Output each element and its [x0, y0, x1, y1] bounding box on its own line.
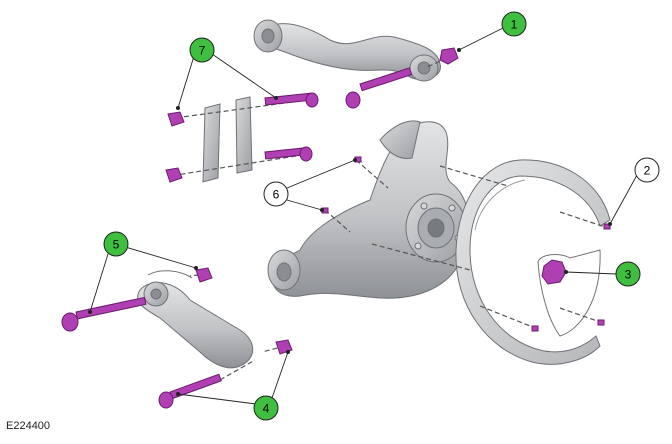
figure-code: E224400: [6, 420, 51, 432]
callout-5-label: 5: [113, 238, 120, 252]
bolt-head-7b: [299, 146, 313, 162]
screw-2b: [597, 319, 605, 326]
lower-link: [137, 270, 254, 369]
callout-3: 3: [615, 261, 641, 287]
callout-6-label: 6: [273, 188, 280, 202]
nut-7b: [165, 167, 183, 183]
fasteners: [61, 47, 611, 409]
callout-7-label: 7: [199, 44, 206, 58]
nut-1: [439, 47, 459, 65]
callout-1-label: 1: [511, 18, 518, 32]
callout-1: 1: [501, 11, 527, 37]
bolt-head-4: [158, 391, 174, 409]
hub-knuckle: [267, 120, 470, 299]
callout-5: 5: [103, 231, 129, 257]
callout-7: 7: [189, 37, 215, 63]
bolt-head-upper-arm: [345, 91, 361, 109]
bolt-5: [75, 296, 147, 320]
upper-control-arm: [253, 19, 441, 82]
toe-links: [202, 96, 253, 183]
screw-2c: [531, 325, 539, 332]
callout-3-label: 3: [625, 268, 632, 282]
bolt-head-7a: [305, 92, 319, 108]
splash-shield: [455, 159, 611, 365]
bolt-upper-arm: [359, 67, 413, 92]
callout-4: 4: [253, 395, 279, 421]
nut-7a: [167, 111, 185, 127]
bolt-7b: [264, 147, 307, 160]
leader-dots: [88, 48, 612, 396]
bolt-head-5: [61, 312, 79, 332]
callout-6: 6: [263, 181, 289, 207]
nut-5: [195, 267, 213, 283]
hub-nut-3: [541, 259, 567, 285]
screw-2a: [603, 223, 611, 230]
callout-4-label: 4: [263, 402, 270, 416]
callout-2-label: 2: [644, 164, 651, 178]
callout-2: 2: [634, 157, 660, 183]
leader-lines: [89, 27, 638, 405]
